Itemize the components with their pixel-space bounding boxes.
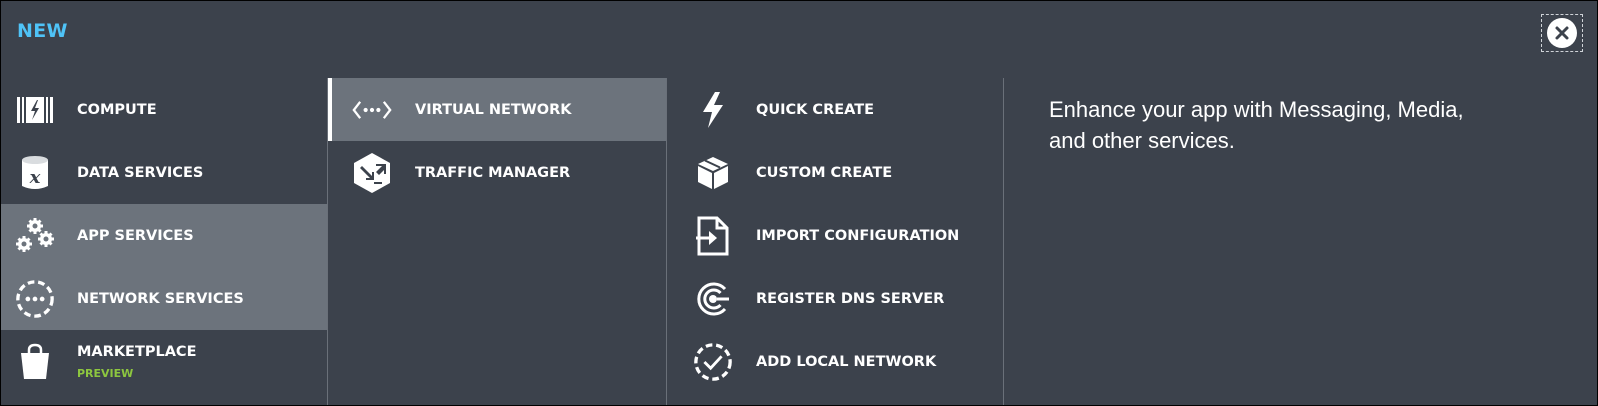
action-label: REGISTER DNS SERVER (756, 290, 945, 307)
network-type-traffic-manager[interactable]: TRAFFIC MANAGER (328, 141, 666, 204)
network-services-icon (15, 279, 55, 319)
action-label: IMPORT CONFIGURATION (756, 227, 960, 244)
marketplace-bag-icon (15, 342, 55, 382)
network-service-list: VIRTUAL NETWORK TRAFFIC MANAGER (328, 78, 666, 405)
network-type-virtual-network[interactable]: VIRTUAL NETWORK (328, 78, 666, 141)
dialog-title: NEW (17, 20, 68, 42)
action-import-configuration[interactable]: IMPORT CONFIGURATION (667, 204, 1003, 267)
action-register-dns-server[interactable]: REGISTER DNS SERVER (667, 267, 1003, 330)
category-label: APP SERVICES (77, 227, 194, 244)
action-add-local-network[interactable]: ADD LOCAL NETWORK (667, 330, 1003, 393)
add-local-network-icon (693, 342, 733, 382)
column-divider (666, 78, 667, 405)
category-list: COMPUTE x DATA SERVICES (1, 78, 327, 405)
action-label: CUSTOM CREATE (756, 164, 893, 181)
compute-icon (15, 90, 55, 130)
column-divider (327, 78, 328, 405)
app-services-gears-icon (15, 216, 55, 256)
category-marketplace[interactable]: MARKETPLACE PREVIEW (1, 330, 327, 393)
category-label: DATA SERVICES (77, 164, 204, 181)
network-type-label: TRAFFIC MANAGER (415, 164, 571, 181)
lightning-icon (693, 90, 733, 130)
category-label: MARKETPLACE (77, 344, 197, 360)
preview-badge: PREVIEW (77, 367, 134, 380)
close-button[interactable] (1541, 14, 1583, 52)
action-label: QUICK CREATE (756, 101, 875, 118)
action-list: QUICK CREATE CUSTOM CREATE (667, 78, 1003, 405)
close-icon (1547, 18, 1577, 48)
category-label: COMPUTE (77, 101, 157, 118)
description-panel: Enhance your app with Messaging, Media, … (1004, 78, 1597, 405)
svg-text:x: x (29, 167, 41, 188)
data-services-icon: x (15, 153, 55, 193)
action-label: ADD LOCAL NETWORK (756, 353, 937, 370)
dns-server-icon (693, 279, 733, 319)
action-quick-create[interactable]: QUICK CREATE (667, 78, 1003, 141)
description-text: Enhance your app with Messaging, Media, … (1049, 97, 1464, 153)
category-data-services[interactable]: x DATA SERVICES (1, 141, 327, 204)
import-file-icon (693, 216, 733, 256)
category-label: NETWORK SERVICES (77, 290, 244, 307)
traffic-manager-icon (352, 153, 392, 193)
network-type-label: VIRTUAL NETWORK (415, 101, 572, 118)
action-custom-create[interactable]: CUSTOM CREATE (667, 141, 1003, 204)
box-icon (693, 153, 733, 193)
column-divider (1003, 78, 1004, 405)
category-app-services[interactable]: APP SERVICES (1, 204, 327, 267)
category-compute[interactable]: COMPUTE (1, 78, 327, 141)
category-network-services[interactable]: NETWORK SERVICES (1, 267, 327, 330)
virtual-network-icon (352, 90, 392, 130)
